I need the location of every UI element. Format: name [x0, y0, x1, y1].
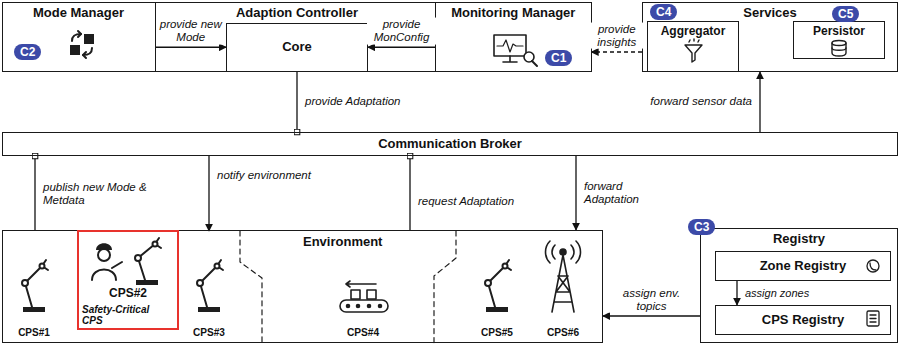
node-title: CPS#4	[325, 327, 401, 339]
cps-node: CPS#6	[533, 231, 593, 341]
node-title: Core	[227, 40, 367, 55]
zone-divider	[240, 231, 262, 343]
monitor-icon	[494, 35, 537, 66]
filter-icon	[685, 39, 702, 62]
callout-number: C2	[14, 44, 41, 60]
zone-icon	[867, 260, 879, 272]
database-icon	[832, 41, 846, 57]
edge-label: forward Adaptation	[582, 180, 658, 206]
edge-label: request Adaptation	[416, 195, 516, 208]
edge-label: assign env. topics	[607, 287, 697, 313]
icon-layer	[22, 31, 879, 343]
node-title: Communication Broker	[3, 137, 897, 152]
environment-box: CPS#1CPS#2Safety-Critical CPSCPS#3CPS#4C…	[2, 230, 603, 343]
node-title: CPS#3	[173, 327, 245, 339]
robot-arm-icon	[485, 260, 511, 312]
node-title: Environment	[303, 235, 382, 250]
connector-arrow	[603, 315, 700, 316]
node-title: Aggregator	[648, 25, 738, 39]
node-title: Persistor	[794, 25, 884, 39]
core-box: Core	[226, 23, 368, 72]
service-box: Persistor	[793, 21, 885, 59]
callout-number: C1	[545, 50, 572, 66]
node-title: Registry	[701, 232, 897, 247]
edge-label: publish new Mode & Metdata	[41, 180, 157, 206]
registry-icon	[867, 311, 879, 326]
node-title: CPS#5	[461, 327, 533, 339]
service-box: Aggregator	[647, 21, 739, 72]
connector-arrow	[759, 72, 760, 132]
node-note: Safety-Critical CPS	[82, 304, 158, 326]
edge-label: notify environment	[215, 169, 313, 182]
connector-arrow	[575, 156, 576, 230]
node-title: Adaption Controller	[3, 6, 591, 21]
node-title: Zone Registry	[716, 259, 890, 274]
connector-arrow	[736, 281, 737, 305]
cps-node: CPS#1	[7, 231, 61, 341]
cps-node: CPS#5	[469, 231, 525, 341]
edge-label: assign zones	[743, 287, 811, 300]
registry-entry-box: Zone Registry	[715, 251, 891, 281]
callout-number: C3	[688, 219, 715, 235]
registry-box: Zone RegistryCPS Registry Registry	[700, 228, 898, 343]
connector-arrow	[368, 47, 435, 48]
broker-band: Communication Broker	[2, 132, 898, 156]
node-title: Monitoring Manager	[436, 6, 591, 21]
connector-arrow	[409, 156, 410, 230]
node-title: CPS#2	[79, 287, 177, 301]
edge-label: forward sensor data	[648, 95, 754, 108]
connector-arrow	[156, 47, 227, 48]
antenna-icon	[546, 241, 581, 312]
callout-number: C5	[832, 6, 859, 22]
edge-label: provide insights	[591, 23, 643, 49]
callout-number: C4	[650, 4, 677, 20]
registry-entry-box: CPS Registry	[715, 305, 891, 335]
node-title: CPS#1	[0, 327, 69, 339]
node-title: Mode Manager	[3, 6, 155, 21]
robot-arm-icon	[197, 260, 223, 312]
worker-icon	[92, 243, 122, 280]
controller-box: Mode ManagerCore Monitoring ManagerAdapti…	[2, 2, 592, 72]
connector-arrow	[296, 72, 297, 132]
robot-arm-icon	[22, 260, 48, 312]
edge-label: provide Adaptation	[303, 95, 402, 108]
component-box: Mode Manager	[2, 2, 156, 72]
safety-critical-cps-box: CPS#2Safety-Critical CPS	[77, 230, 179, 330]
connector-arrow	[34, 156, 35, 231]
mode-icon	[70, 31, 94, 58]
robot-arm-icon	[135, 238, 161, 285]
zone-divider	[434, 231, 456, 343]
connector-arrow	[208, 156, 209, 231]
connector-arrow	[592, 51, 643, 52]
services-box: AggregatorPersistorServices	[642, 2, 898, 72]
conveyor-icon	[340, 281, 388, 312]
cps-node: CPS#3	[181, 231, 237, 341]
edge-label: provide new Mode	[156, 18, 226, 44]
cps-node: CPS#4	[333, 271, 393, 341]
node-title: CPS#6	[525, 327, 601, 339]
node-title: CPS Registry	[716, 313, 890, 328]
edge-label: provide MonConfig	[367, 18, 437, 44]
